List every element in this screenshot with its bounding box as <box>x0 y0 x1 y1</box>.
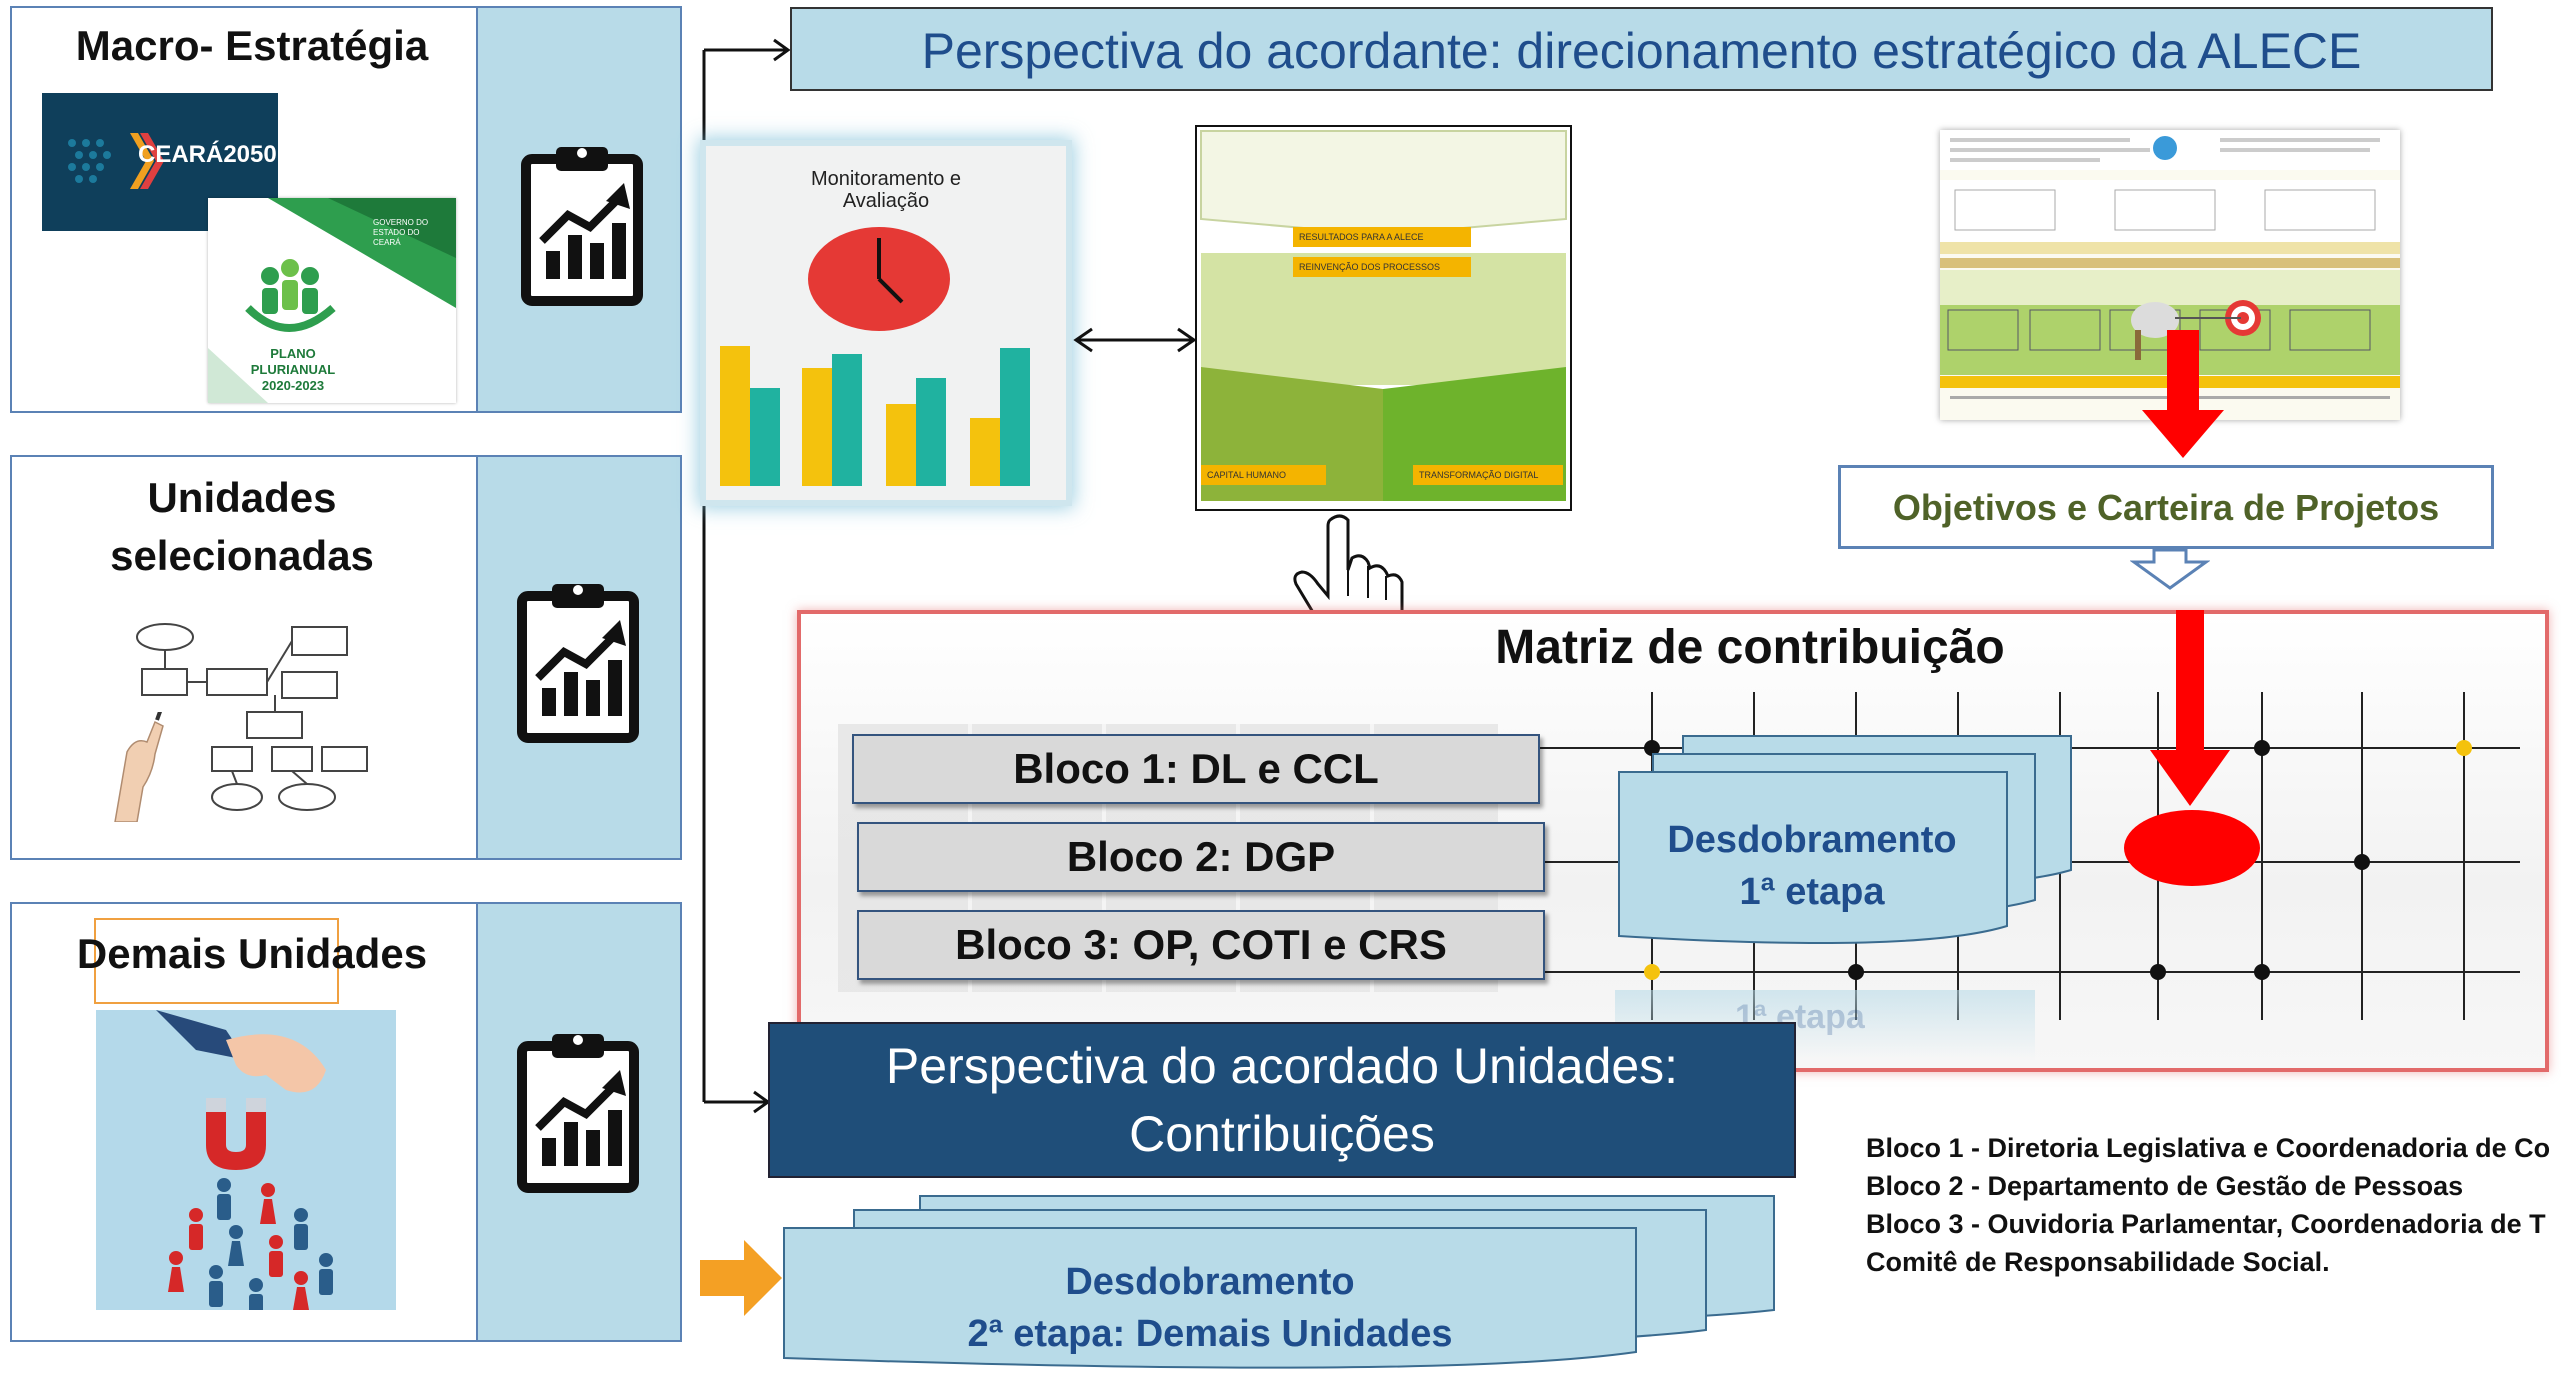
bloco-3: Bloco 3: OP, COTI e CRS <box>857 910 1545 980</box>
monitoramento-title: Monitoramento e Avaliação <box>706 168 1066 212</box>
monitoramento-card: Monitoramento e Avaliação <box>706 146 1066 500</box>
monitoramento-title-line2: Avaliação <box>842 190 930 212</box>
clipboard-chart-icon <box>521 147 643 306</box>
demais-title-highlight <box>94 918 339 1004</box>
strategy-map: RESULTADOS PARA A ALECE REINVENÇÃO DOS P… <box>1195 125 1572 511</box>
desdobramento-2-text: Desdobramento 2ª etapa: Demais Unidades <box>790 1256 1630 1360</box>
flowchart-drawing-image <box>107 617 377 822</box>
bar <box>750 388 780 486</box>
legend-bloco-2: Bloco 2 - Departamento de Gestão de Pess… <box>1866 1171 2464 1201</box>
desdobramento-2-stack <box>783 1195 1775 1369</box>
demais-title: Demais Unidades <box>76 930 428 977</box>
reinvencao-label: REINVENÇÃO DOS PROCESSOS <box>1293 257 1471 277</box>
desdobramento-1-text: Desdobramento 1ª etapa <box>1625 814 1999 918</box>
desdobramento-2-line1: Desdobramento <box>1065 1261 1355 1303</box>
red-target-ellipse <box>2124 810 2260 886</box>
monitoramento-title-line1: Monitoramento e <box>810 168 962 190</box>
governo-label: GOVERNO DO ESTADO DO CEARÁ <box>373 218 429 247</box>
bar <box>802 368 832 486</box>
legend-bloco-1: Bloco 1 - Diretoria Legislativa e Coorde… <box>1866 1133 2551 1163</box>
legend-bloco-3-cont: Comitê de Responsabilidade Social. <box>1866 1247 2330 1277</box>
bloco-2: Bloco 2: DGP <box>857 822 1545 892</box>
perspectiva-acordante-banner: Perspectiva do acordante: direcionamento… <box>790 7 2493 91</box>
clock-icon <box>808 227 950 331</box>
perspectiva-acordado-line1: Perspectiva do acordado Unidades: <box>885 1038 1679 1094</box>
plano-caption-3: 2020-2023 <box>261 378 325 393</box>
objetivos-carteira-box: Objetivos e Carteira de Projetos <box>1838 465 2494 549</box>
desdobramento-2-line2: 2ª etapa: Demais Unidades <box>967 1313 1453 1355</box>
monitoring-bar-chart <box>720 346 1030 486</box>
macro-side-strip <box>476 6 682 413</box>
resultados-label: RESULTADOS PARA A ALECE <box>1293 227 1471 247</box>
matriz-title: Matriz de contribuição <box>1495 621 2005 674</box>
transformacao-label: TRANSFORMAÇÃO DIGITAL <box>1413 465 1563 485</box>
bloco-legend: Bloco 1 - Diretoria Legislativa e Coorde… <box>1866 1129 2561 1281</box>
unidades-panel: Unidades selecionadas <box>10 455 680 860</box>
perspectiva-acordado-banner: Perspectiva do acordado Unidades: Contri… <box>768 1022 1796 1178</box>
macro-estrategia-title: Macro- Estratégia <box>75 22 429 69</box>
legend-bloco-3: Bloco 3 - Ouvidoria Parlamentar, Coorden… <box>1866 1209 2546 1239</box>
clipboard-chart-icon <box>517 1034 639 1193</box>
unidades-title-line1: Unidades <box>147 474 337 521</box>
red-down-arrow-icon <box>2150 610 2230 806</box>
desdobramento-1-stack <box>1618 735 2072 945</box>
bloco-1: Bloco 1: DL e CCL <box>852 734 1540 804</box>
bar <box>886 404 916 486</box>
perspectiva-acordado-line2: Contribuições <box>1129 1106 1435 1162</box>
unidades-title-line2: selecionadas <box>110 532 374 579</box>
desdobramento-1-line1: Desdobramento <box>1667 819 1957 861</box>
bar <box>832 354 862 486</box>
bar <box>970 418 1000 486</box>
unidades-title: Unidades selecionadas <box>12 469 472 585</box>
capital-humano-label: CAPITAL HUMANO <box>1201 465 1326 485</box>
plano-caption-2: PLURIANUAL <box>250 362 336 377</box>
plano-caption: PLANO PLURIANUAL 2020-2023 <box>238 346 348 394</box>
magnet-people-image <box>96 1010 396 1310</box>
bar <box>1000 348 1030 486</box>
plano-caption-1: PLANO <box>270 346 316 361</box>
desdobramento-1-line2: 1ª etapa <box>1739 871 1885 913</box>
plano-plurianual-cover: GOVERNO DO ESTADO DO CEARÁ PLANO PLURIAN… <box>208 198 456 403</box>
bar <box>720 346 750 486</box>
double-arrow-icon <box>1073 327 1197 353</box>
hollow-down-arrow-icon <box>2130 548 2210 590</box>
ceara-2050-text: CEARÁ2050 <box>138 141 277 168</box>
clipboard-chart-icon <box>517 584 639 743</box>
bar <box>916 378 946 486</box>
orange-right-arrow-icon <box>700 1240 782 1316</box>
red-down-arrow-icon <box>2142 330 2224 458</box>
